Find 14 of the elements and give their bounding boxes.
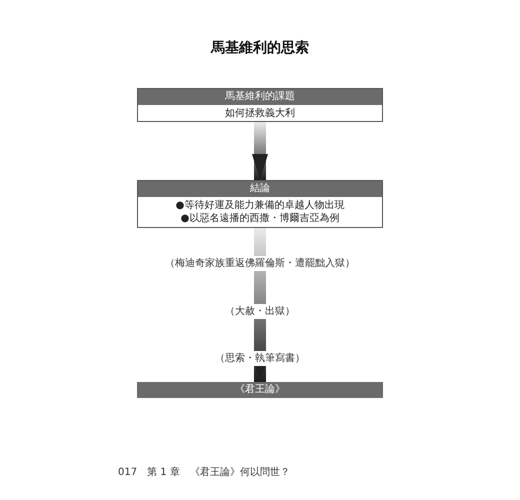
process-box [137, 180, 383, 228]
result-bar: 《君王論》 [137, 382, 383, 398]
process-box [137, 88, 383, 122]
connector-line [254, 228, 266, 256]
arrow [252, 122, 268, 180]
box-text: ●等待好運及能力兼備的卓越人物出現 [176, 199, 344, 212]
box-text: 如何拯救義大利 [225, 106, 295, 120]
box-header: 結論 [138, 181, 382, 197]
connector-line [254, 319, 266, 351]
box-text: ●以惡名遠播的西撒・博爾吉亞為例 [180, 212, 340, 225]
connector-line [254, 271, 266, 304]
diagram-title: 馬基維利的思索 [210, 39, 310, 58]
box-header: 馬基維利的課題 [138, 89, 382, 105]
page-footer: 017 第 1 章 《君王論》何以問世？ [118, 465, 290, 480]
